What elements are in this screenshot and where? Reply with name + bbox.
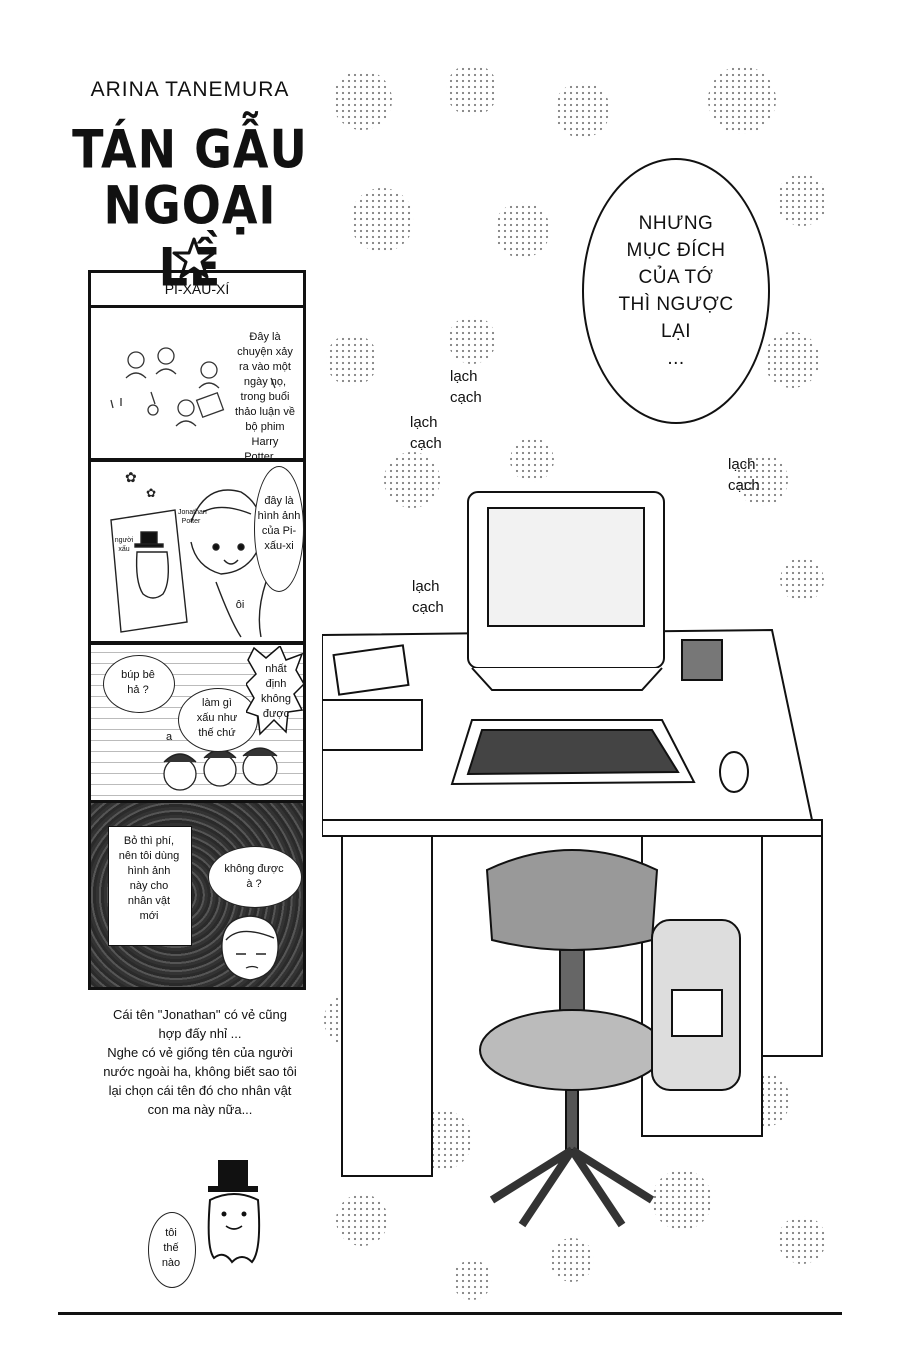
panel-3-burst [244,644,305,736]
svg-text:✿: ✿ [146,486,156,500]
panel-3-characters [150,740,300,800]
svg-text:✿: ✿ [125,470,137,486]
scene-illustration [321,60,832,1310]
star-icon [172,236,216,280]
panel-2-sign-right: Jonathan Potter [178,509,207,525]
comic-strip-frame [88,270,306,990]
panel-4-speech-bubble [208,846,302,908]
panel-1 [91,308,303,458]
panel-divider [88,800,306,804]
ghost-speech-bubble [148,1212,196,1288]
page-bottom-rule [58,1312,842,1315]
panel-divider [88,641,306,645]
page-title-line1: TÁN GẪU [72,117,308,181]
panel-3-bubble-2 [178,688,258,752]
panel-4-character [210,910,290,986]
panel-4-box [108,826,192,946]
panel-3-small-text: a [165,731,173,743]
panel-2-speech-bubble [254,466,304,592]
panel-2-sign-left: người xấu [114,537,134,553]
panel-divider [88,458,306,462]
author-name: ARINA TANEMURA [90,78,290,101]
ghost-mascot [196,1158,272,1268]
strip-title: PI-XẤU-XÍ [91,273,303,308]
panel-3-bubble-1 [103,655,175,713]
panel-2-exclaim: ôi [235,599,245,611]
panel-2: ✿ ✿ [91,462,303,642]
